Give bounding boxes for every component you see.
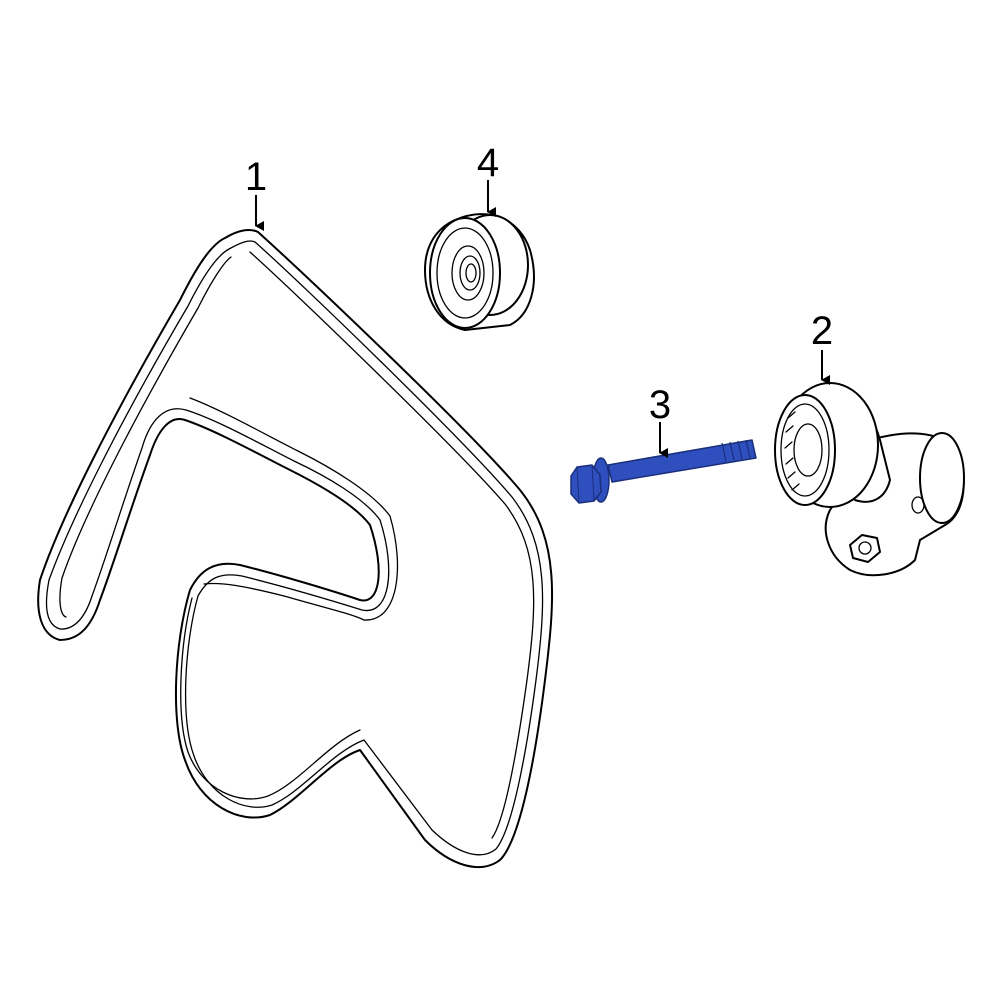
- callout-1: 1: [245, 155, 267, 199]
- callout-4: 4: [477, 141, 499, 185]
- callout-3: 3: [649, 383, 671, 427]
- tensioner-bolt[interactable]: [570, 439, 757, 504]
- idler-pulley[interactable]: [424, 213, 535, 331]
- belt-tensioner[interactable]: [774, 382, 965, 577]
- serpentine-belt[interactable]: [37, 229, 554, 869]
- callout-2: 2: [811, 309, 833, 353]
- callout-leaders: [255, 180, 830, 458]
